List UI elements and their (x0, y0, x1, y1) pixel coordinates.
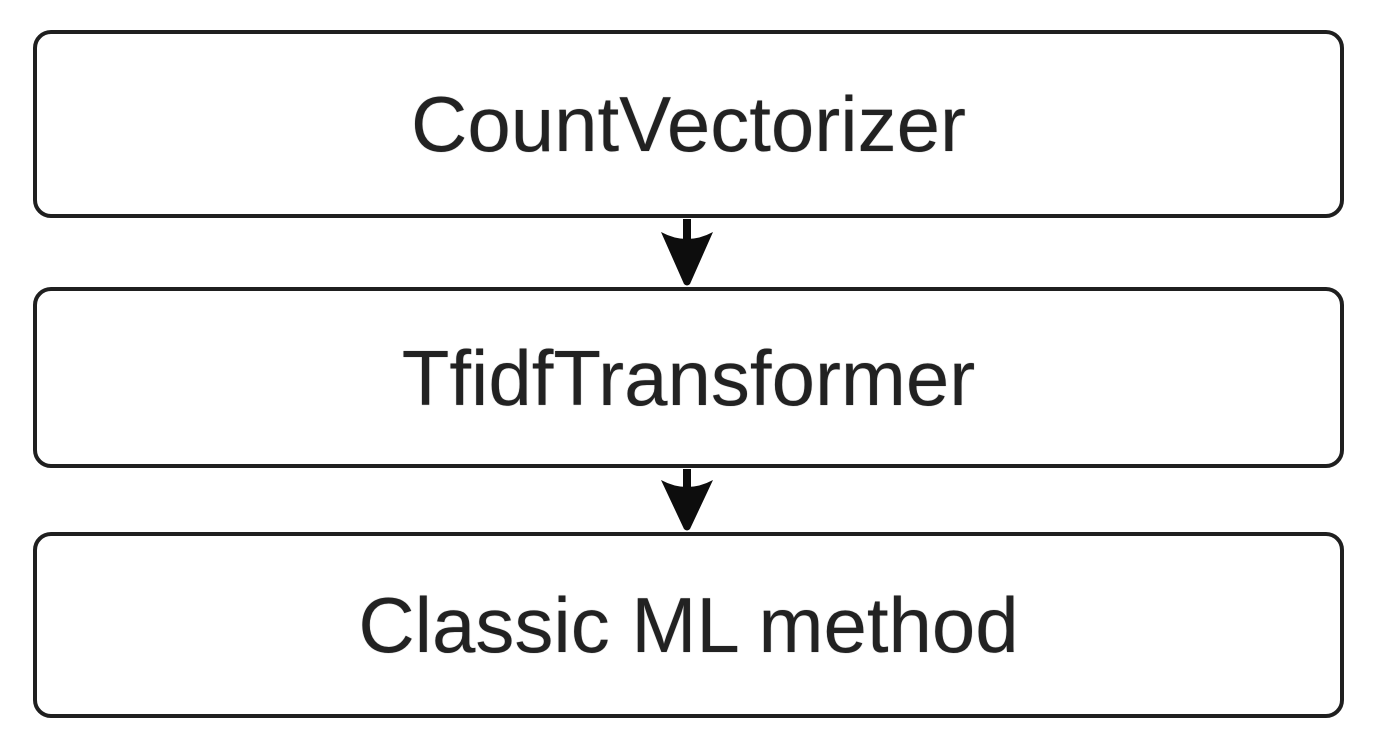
node-tfidf-transformer-label: TfidfTransformer (401, 333, 976, 422)
arrow-down-icon (657, 219, 717, 286)
node-tfidf-transformer: TfidfTransformer (33, 287, 1344, 468)
node-classic-ml-method-label: Classic ML method (358, 581, 1019, 669)
node-count-vectorizer-label: CountVectorizer (411, 80, 966, 168)
node-count-vectorizer: CountVectorizer (33, 30, 1344, 218)
arrow-down-icon (657, 469, 717, 531)
node-classic-ml-method: Classic ML method (33, 532, 1344, 718)
